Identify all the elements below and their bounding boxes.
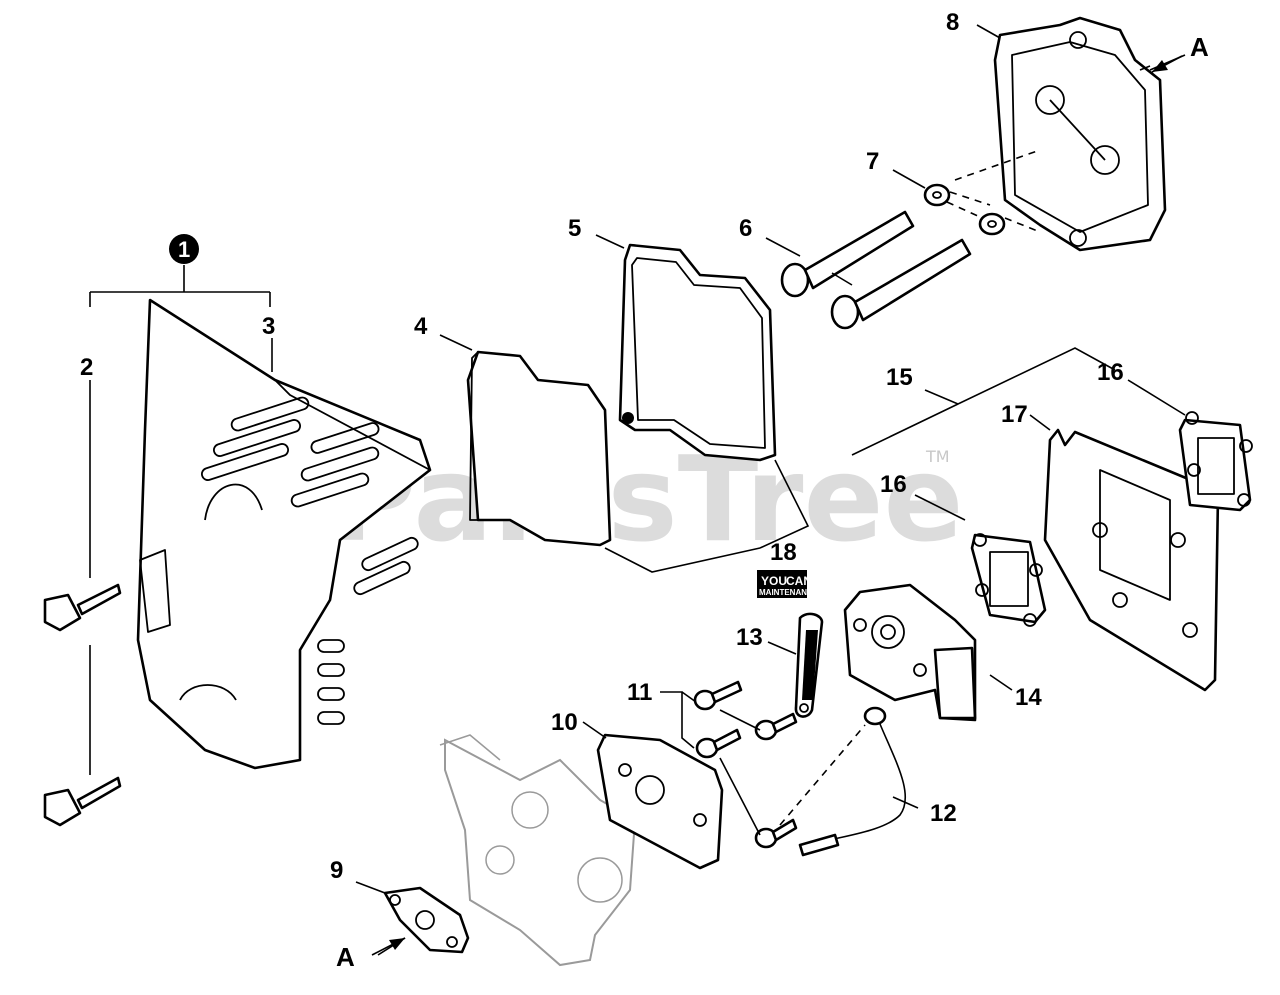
reference-label-a-top: A <box>1190 32 1209 62</box>
part-ground-wire[interactable] <box>798 706 907 857</box>
part-insulator-plate[interactable] <box>1043 428 1220 692</box>
part-cover[interactable] <box>136 298 432 770</box>
reference-arrow-top <box>1151 55 1183 73</box>
part-knob-lower[interactable] <box>43 776 122 827</box>
part-gasket-16-upper[interactable] <box>1178 411 1253 512</box>
callout-8: 8 <box>946 9 959 36</box>
callout-14: 14 <box>1015 684 1042 711</box>
callout-13: 13 <box>736 624 763 651</box>
part-screws[interactable] <box>693 680 798 849</box>
part-air-cleaner-case[interactable] <box>993 16 1167 252</box>
part-knob-upper[interactable] <box>43 583 122 632</box>
callout-17: 17 <box>1001 401 1028 428</box>
callout-15: 15 <box>886 364 913 391</box>
part-intake-body[interactable] <box>843 583 977 722</box>
group-marker-number: 1 <box>178 237 190 262</box>
callout-12: 12 <box>930 800 957 827</box>
carburetor-outline <box>439 734 637 967</box>
part-gasket-9[interactable] <box>383 886 470 954</box>
reference-label-a-bottom: A <box>336 942 355 972</box>
part-air-filter[interactable] <box>466 350 612 547</box>
callout-16-upper: 16 <box>1097 359 1124 386</box>
part-washers[interactable] <box>923 183 1006 236</box>
leader-lines <box>89 24 1186 956</box>
watermark-text: PartsTree <box>330 430 964 568</box>
callout-4: 4 <box>414 313 428 340</box>
reference-arrow-bottom <box>371 937 406 956</box>
callout-3: 3 <box>262 313 275 340</box>
kit-badge-you: YOU <box>761 574 787 588</box>
part-filter-gasket[interactable] <box>618 243 777 462</box>
callout-7: 7 <box>866 148 879 175</box>
callout-9: 9 <box>330 857 343 884</box>
watermark-trademark: TM <box>925 447 950 466</box>
part-bolt-lower[interactable] <box>830 238 972 330</box>
part-gasket-16-lower[interactable] <box>970 533 1047 627</box>
part-bolt-upper[interactable] <box>780 210 915 298</box>
callout-6: 6 <box>739 215 752 242</box>
callout-10: 10 <box>551 709 578 736</box>
part-gasket-10[interactable] <box>596 733 724 870</box>
callout-11: 11 <box>627 679 652 706</box>
callout-16-lower: 16 <box>880 471 907 498</box>
kit-badge-can: CAN <box>786 574 812 588</box>
part-bracket[interactable] <box>794 612 824 718</box>
cover-vent-slots <box>201 396 419 725</box>
group-marker-circle <box>169 234 199 264</box>
kit-badge-caption: MAINTENANCE KIT <box>759 588 833 597</box>
maintenance-kit-badge: YOU CAN MAINTENANCE KIT <box>757 570 833 598</box>
callout-18: 18 <box>770 539 797 566</box>
callout-5: 5 <box>568 215 581 242</box>
callout-2: 2 <box>80 354 93 381</box>
